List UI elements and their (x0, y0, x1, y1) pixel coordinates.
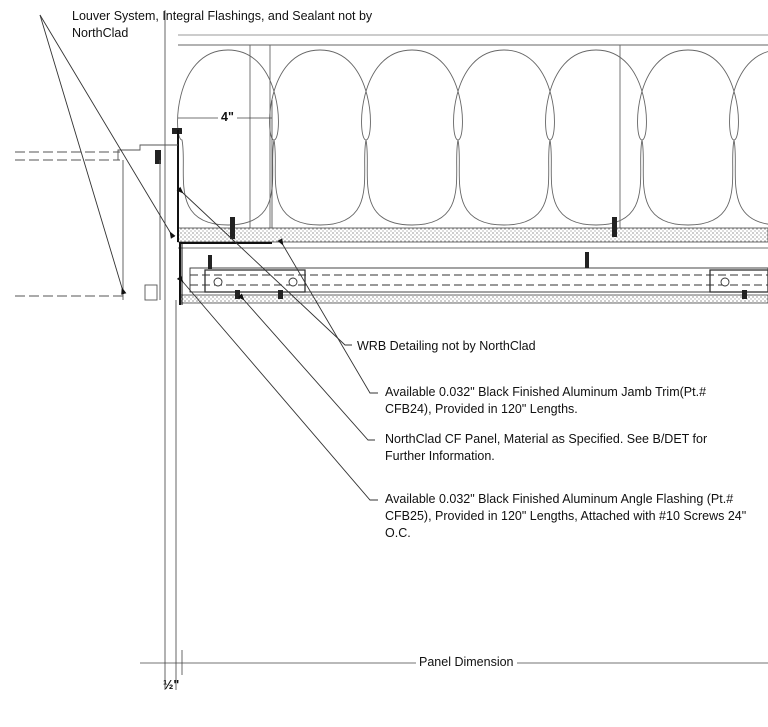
note-angle-flashing: Available 0.032" Black Finished Aluminum… (385, 492, 747, 540)
note-louver: Louver System, Integral Flashings, and S… (72, 9, 373, 40)
cf-panel (179, 294, 768, 304)
louver-frame (15, 10, 178, 690)
note-jamb-trim: Available 0.032" Black Finished Aluminum… (385, 385, 707, 416)
dimension-offset: 4" (218, 110, 237, 124)
dimension-panel: Panel Dimension (416, 655, 517, 669)
leader-lines (39, 14, 378, 501)
batt-loops (177, 49, 768, 226)
jamb-trim (177, 130, 272, 305)
note-cf-panel: NorthClad CF Panel, Material as Specifie… (385, 432, 708, 463)
panel-rail (189, 267, 768, 293)
insulation-batt (177, 34, 768, 228)
dimension-gap: ½" (163, 678, 180, 692)
note-wrb: WRB Detailing not by NorthClad (357, 339, 536, 353)
sheathing-board (177, 227, 768, 243)
